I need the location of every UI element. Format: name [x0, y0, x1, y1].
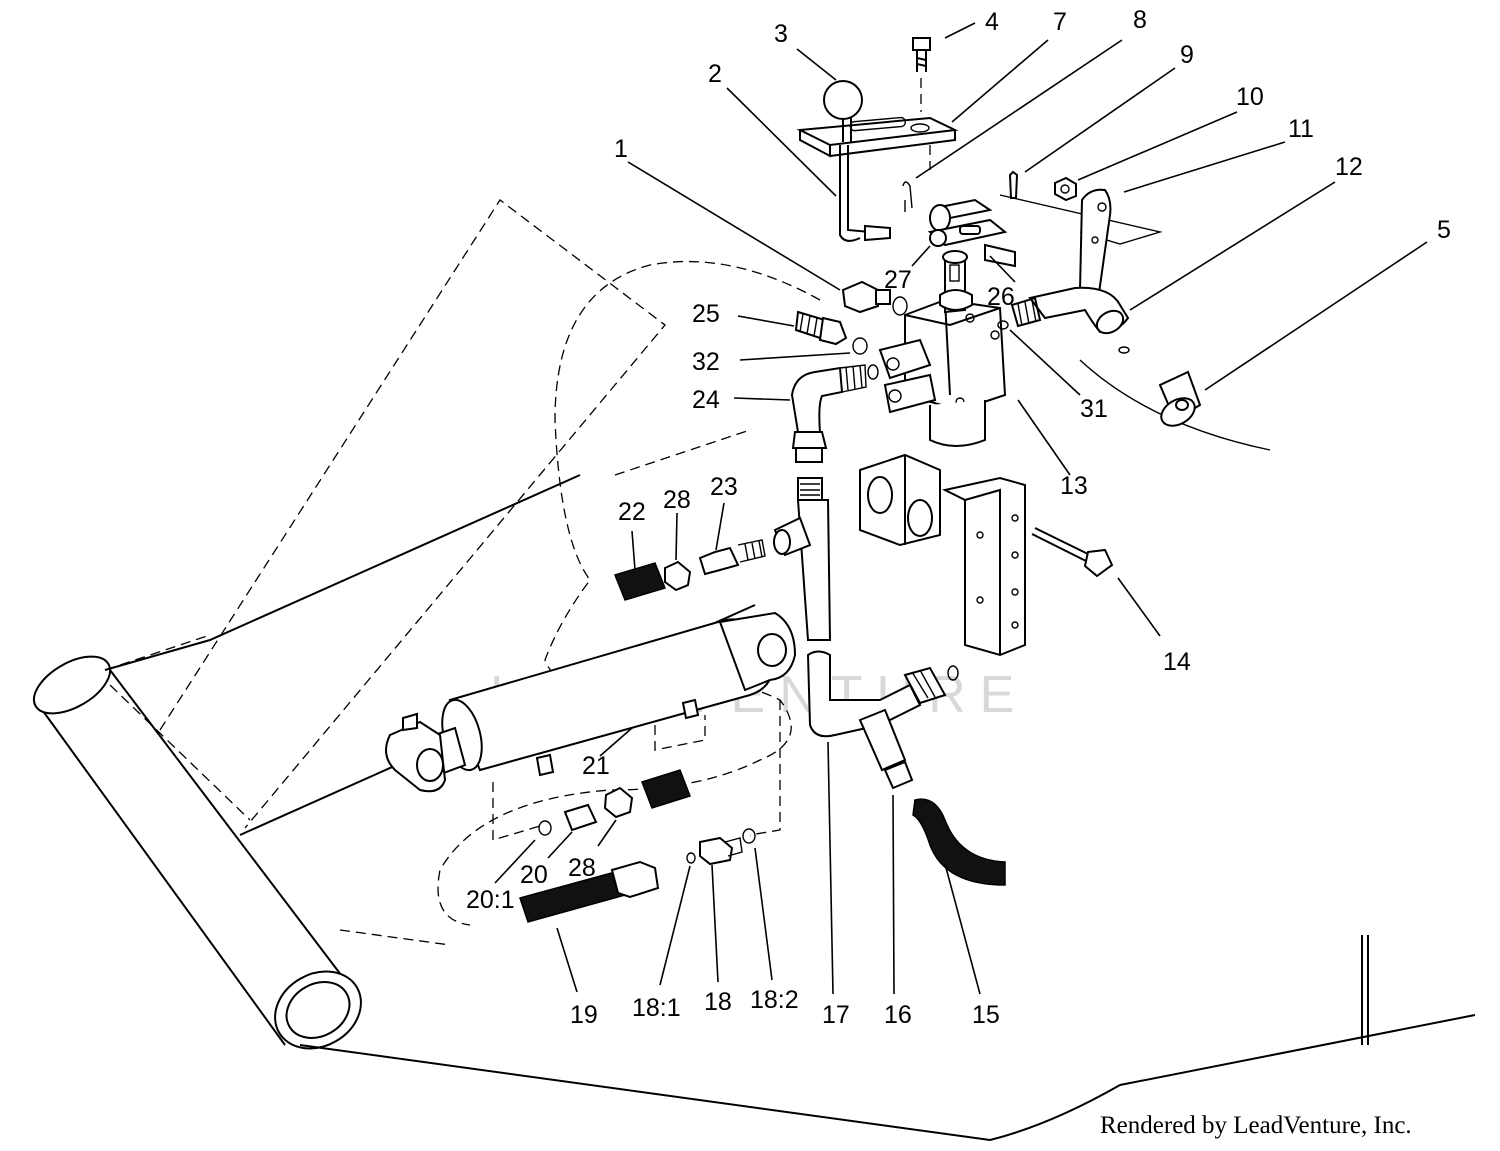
mounting-bracket — [859, 453, 1114, 657]
callout-11: 11 — [1288, 115, 1314, 143]
valve-fittings — [790, 280, 908, 463]
callout-24: 24 — [692, 386, 720, 414]
linkage-clevis — [902, 170, 1163, 268]
callout-16: 16 — [884, 1001, 912, 1029]
elbow-fitting-12 — [1010, 286, 1130, 354]
tube-assembly — [773, 477, 1006, 886]
valve-body-13 — [878, 250, 1009, 447]
callout-19: 19 — [570, 1001, 598, 1029]
callout-31: 31 — [1080, 395, 1108, 423]
callout-3: 3 — [774, 20, 788, 48]
callout-labels: 1 2 3 4 7 8 9 10 11 12 5 27 26 25 32 24 … — [466, 6, 1451, 1029]
callout-22: 22 — [618, 498, 646, 526]
callout-18-1: 18:1 — [632, 994, 681, 1022]
callout-20: 20 — [520, 861, 548, 889]
callout-1: 1 — [614, 135, 628, 163]
callout-13: 13 — [1060, 472, 1088, 500]
control-lever-assembly — [796, 37, 959, 242]
callout-23: 23 — [710, 473, 738, 501]
callout-7: 7 — [1053, 8, 1067, 36]
callout-10: 10 — [1236, 83, 1264, 111]
callout-28-lower: 28 — [568, 854, 596, 882]
bracket-11 — [1054, 176, 1112, 302]
callout-28-upper: 28 — [663, 486, 691, 514]
cylinder-fittings — [519, 539, 766, 923]
callout-27: 27 — [884, 266, 912, 294]
callout-25: 25 — [692, 300, 720, 328]
callout-5: 5 — [1437, 216, 1451, 244]
callout-4: 4 — [985, 8, 999, 36]
callout-21: 21 — [582, 752, 610, 780]
callout-20-1: 20:1 — [466, 886, 515, 914]
callout-15: 15 — [972, 1001, 1000, 1029]
leader-lines — [494, 22, 1428, 995]
callout-12: 12 — [1335, 153, 1363, 181]
callout-8: 8 — [1133, 6, 1147, 34]
callout-26: 26 — [987, 283, 1015, 311]
frame-tube — [33, 199, 1476, 1142]
rendered-by-credit: Rendered by LeadVenture, Inc. — [1100, 1112, 1412, 1139]
callout-18: 18 — [704, 988, 732, 1016]
callout-32: 32 — [692, 348, 720, 376]
callout-17: 17 — [822, 1001, 850, 1029]
hydraulic-cylinder-21 — [385, 611, 797, 841]
callout-2: 2 — [708, 60, 722, 88]
callout-9: 9 — [1180, 41, 1194, 69]
bushing-5 — [1158, 370, 1202, 427]
callout-18-2: 18:2 — [750, 986, 799, 1014]
callout-14: 14 — [1163, 648, 1191, 676]
